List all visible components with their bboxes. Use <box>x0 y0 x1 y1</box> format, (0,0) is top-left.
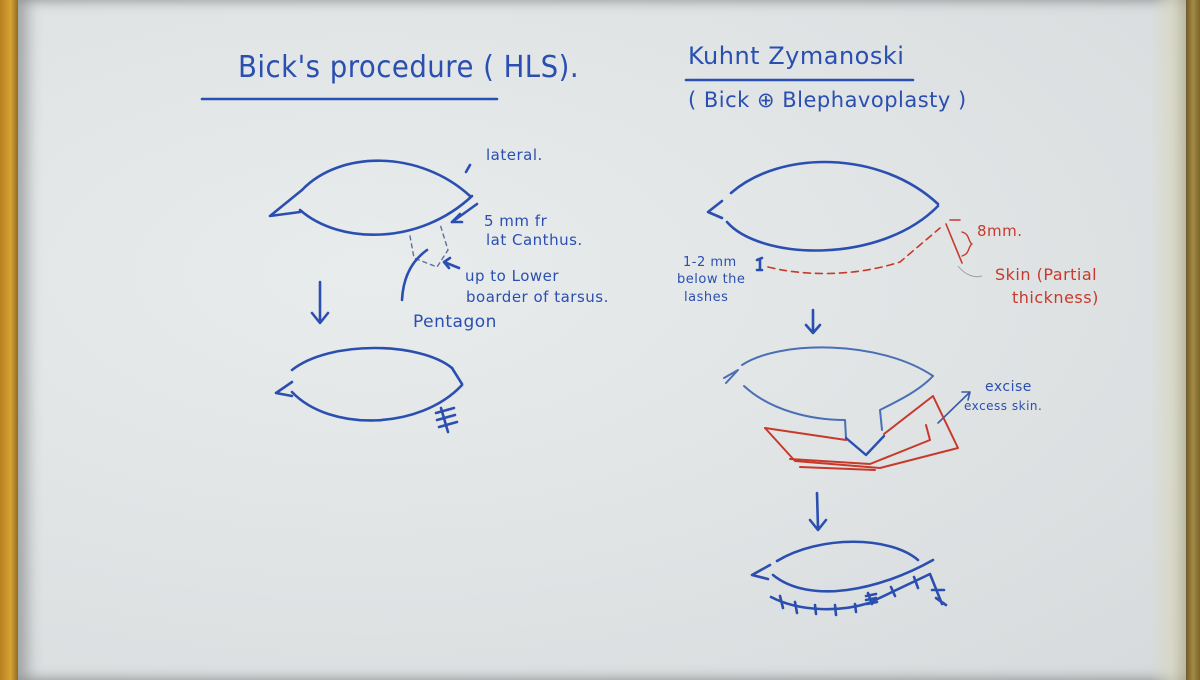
label-skin-line2: thickness) <box>1012 288 1099 307</box>
label-distance-line1: 5 mm fr <box>484 212 548 230</box>
whiteboard-surface <box>18 0 1186 680</box>
label-depth-line2: boarder of tarsus. <box>466 288 609 306</box>
right-panel-title: Kuhnt Zymanoski <box>688 42 905 70</box>
label-distance-line2: lat Canthus. <box>486 231 583 249</box>
pentagon-excision-outline <box>409 223 449 268</box>
skin-8mm-bracket <box>945 219 963 264</box>
label-lateral: lateral. <box>486 146 543 164</box>
pentagon-pointer <box>400 248 429 302</box>
label-excise-line1: excise <box>985 379 1032 395</box>
right-down-arrow-1 <box>804 308 822 335</box>
label-incision-line1: 1-2 mm <box>683 255 737 270</box>
whiteboard-frame-left <box>0 0 18 680</box>
right-down-arrow-2 <box>808 491 828 532</box>
right-eye-after <box>750 540 948 617</box>
right-panel-subtitle: ( Bick ⊕ Blephavoplasty ) <box>688 88 967 112</box>
left-down-arrow <box>310 280 330 325</box>
label-skin-line1: Skin (Partial <box>995 265 1098 284</box>
whiteboard-frame-right <box>1186 0 1200 680</box>
pentagon-label-arrow <box>442 256 461 270</box>
label-incision-line3: lashes <box>684 290 729 305</box>
left-eye-before <box>268 159 479 237</box>
skin-incision-dashed-line <box>767 227 941 275</box>
label-depth-line1: up to Lower <box>465 267 560 285</box>
excised-skin-flap <box>764 395 959 471</box>
right-eye-before <box>706 160 940 272</box>
right-eye-excision <box>723 346 934 457</box>
left-panel-title: Bick's procedure ( HLS). <box>238 50 580 85</box>
label-incision-line2: below the <box>677 272 746 287</box>
left-eye-after <box>274 346 464 434</box>
whiteboard-edge-right <box>1150 0 1186 680</box>
label-excise-line2: excess skin. <box>964 399 1043 413</box>
label-skin-height: 8mm. <box>977 222 1023 240</box>
label-pentagon: Pentagon <box>413 312 497 332</box>
skin-8mm-brace <box>961 231 973 257</box>
skin-label-pointer <box>957 265 983 278</box>
